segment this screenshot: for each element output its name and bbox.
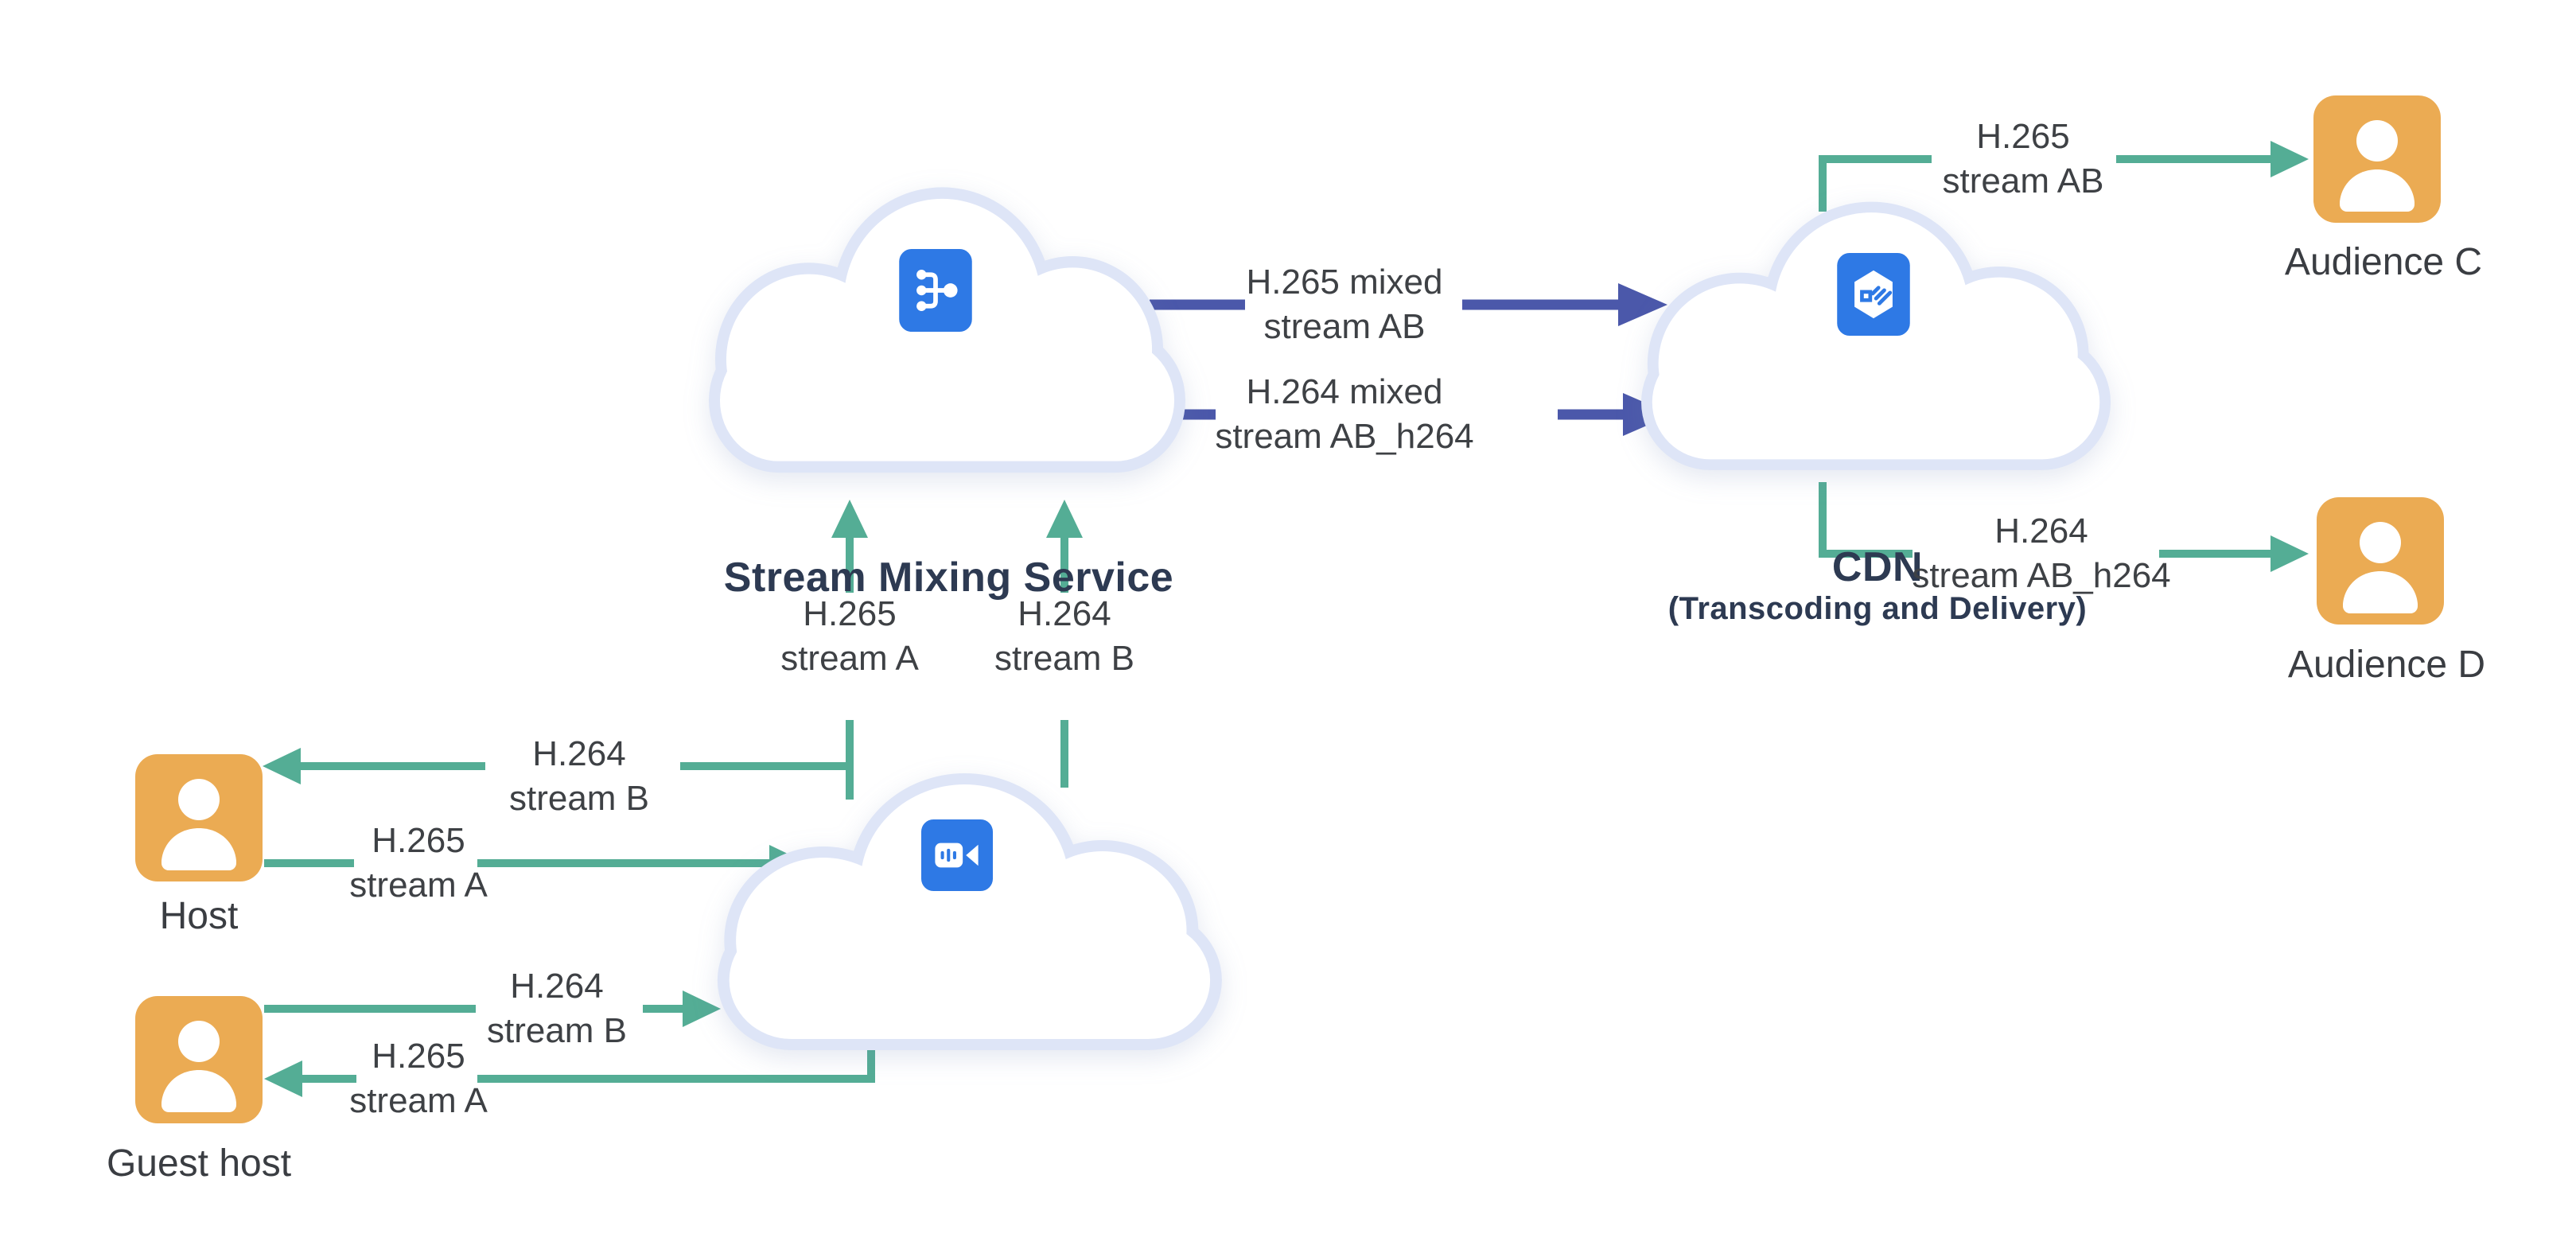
stream-mixing-title: Stream Mixing Service (723, 555, 1174, 601)
cloud-shape (709, 187, 1186, 473)
edge-label-up-stream-b: H.264 stream B (921, 592, 1208, 681)
guest-host-avatar (135, 996, 263, 1123)
edge-label-up-stream-a: H.265 stream A (706, 592, 993, 681)
edge-label-line: stream B (486, 1011, 628, 1050)
edge-label-host-send-a: H.265 stream A (275, 819, 562, 908)
edge-label-line: stream A (349, 1081, 488, 1120)
edge-label-line: stream B (994, 639, 1135, 678)
edge-label-mixed-h264: H.264 mixed stream AB_h264 (1154, 370, 1535, 459)
edge-label-guest-send-b: H.264 stream B (414, 964, 700, 1053)
cloud-shape (1641, 201, 2111, 470)
edge-label-line: stream B (508, 779, 650, 818)
edge-label-line: H.264 (1018, 594, 1111, 633)
teal-arrowheads (263, 141, 2309, 1097)
edge-label-line: H.265 (803, 594, 897, 633)
edge-label-line: stream AB (1942, 162, 2104, 200)
stream-mixer-icon (899, 249, 972, 332)
edge-label-line: H.264 (1994, 512, 2088, 551)
cdn-subtitle: (Transcoding and Delivery) (1667, 591, 2088, 626)
edge-label-line: H.264 (510, 967, 604, 1006)
edge-label-cdn-to-d: H.264 stream AB_h264 (1850, 509, 2232, 598)
edge-label-line: stream A (780, 639, 919, 678)
edge-label-host-receive-b: H.264 stream B (436, 732, 722, 821)
edge-label-line: stream A (349, 866, 488, 905)
edge-label-line: H.265 (1976, 117, 2070, 156)
host-avatar (135, 754, 263, 881)
edge-label-line: H.265 (372, 821, 465, 860)
edge-label-cdn-to-c: H.265 stream AB (1880, 115, 2166, 204)
teal-edges (264, 155, 2271, 1083)
edge-label-guest-receive-a: H.265 stream A (275, 1034, 562, 1123)
cdn-delivery-icon (1837, 253, 1910, 336)
edge-label-line: H.265 mixed (1246, 263, 1443, 302)
edge-label-line: stream AB (1263, 307, 1426, 346)
zego-cloud-node: ZEGO Real–Time Audio and Video Cloud (717, 762, 1224, 1074)
video-camera-icon (921, 819, 993, 891)
edge-label-line: stream AB_h264 (1912, 556, 2171, 595)
guest-host-label: Guest host (106, 1142, 292, 1185)
cloud-shape (717, 773, 1222, 1050)
edge-label-line: stream AB_h264 (1215, 417, 1474, 456)
edge-label-line: H.265 (372, 1037, 465, 1076)
host-label: Host (159, 895, 239, 937)
edge-label-line: H.264 (532, 734, 626, 773)
cdn-node: CDN (Transcoding and Delivery) (1641, 191, 2112, 626)
audience-d-avatar (2317, 497, 2444, 625)
audience-c-avatar (2313, 95, 2441, 223)
cdn-title: CDN (1831, 544, 1924, 590)
audience-d-label: Audience D (2287, 644, 2486, 686)
edge-label-line: H.264 mixed (1246, 372, 1443, 411)
audience-c-label: Audience C (2284, 241, 2483, 283)
edge-label-mixed-h265: H.265 mixed stream AB (1185, 260, 1504, 349)
stream-mixing-service-node: Stream Mixing Service (709, 176, 1187, 601)
